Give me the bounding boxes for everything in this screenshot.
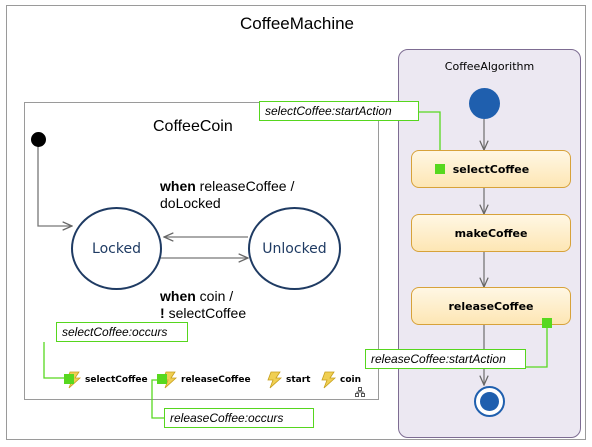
event-select-coffee[interactable]: selectCoffee (66, 371, 148, 389)
action-release-coffee-label: releaseCoffee (448, 299, 534, 313)
callout-select-occurs-text: selectCoffee:occurs (62, 325, 168, 339)
callout-release-start-text: releaseCoffee:startAction (371, 352, 506, 366)
event-release-coffee[interactable]: releaseCoffee (162, 371, 251, 389)
event-select-coffee-label: selectCoffee (85, 375, 148, 385)
select-coffee-text: selectCoffee (168, 305, 247, 321)
event-release-coffee-label: releaseCoffee (181, 375, 251, 385)
event-coin-label: coin (340, 375, 362, 385)
callout-release-occurs-text: releaseCoffee:occurs (170, 411, 284, 425)
hierarchy-icon (355, 387, 365, 397)
callout-select-occurs[interactable]: selectCoffee:occurs (56, 322, 188, 342)
callout-select-start[interactable]: selectCoffee:startAction (259, 101, 419, 121)
callout-select-start-text: selectCoffee:startAction (265, 104, 392, 118)
coffee-machine-frame: CoffeeMachine (6, 5, 586, 440)
coffee-machine-title: CoffeeMachine (239, 14, 355, 33)
do-locked-text: doLocked (160, 195, 221, 211)
coffee-algorithm-title: CoffeeAlgorithm (444, 60, 535, 73)
when-keyword: when (160, 288, 196, 304)
select-start-marker (435, 164, 445, 174)
action-select-coffee-label: selectCoffee (452, 162, 530, 176)
release-occurs-marker (157, 374, 167, 384)
lightning-icon (321, 371, 337, 389)
event-start-label: start (286, 375, 311, 385)
coin-initial-node[interactable] (31, 132, 46, 147)
release-start-marker (542, 318, 552, 328)
exclaim-operator: ! (160, 305, 165, 321)
when-keyword: when (160, 178, 196, 194)
action-make-coffee[interactable]: makeCoffee (411, 214, 571, 252)
state-unlocked-label: Unlocked (262, 240, 327, 257)
event-start[interactable]: start (267, 371, 310, 389)
state-locked[interactable]: Locked (71, 207, 162, 290)
algo-initial-node[interactable] (469, 88, 500, 119)
callout-release-occurs[interactable]: releaseCoffee:occurs (164, 408, 314, 428)
action-make-coffee-label: makeCoffee (454, 226, 528, 240)
coffee-coin-title: CoffeeCoin (153, 118, 233, 135)
transition-label-coin[interactable]: when coin / ! selectCoffee (160, 288, 246, 322)
transition-label-release[interactable]: when releaseCoffee / doLocked (160, 178, 294, 212)
select-occurs-marker (64, 374, 74, 384)
algo-final-node[interactable] (474, 386, 505, 417)
coin-event-text: coin / (199, 288, 234, 304)
action-release-coffee[interactable]: releaseCoffee (411, 287, 571, 325)
state-unlocked[interactable]: Unlocked (248, 207, 341, 290)
state-locked-label: Locked (92, 240, 141, 257)
action-select-coffee[interactable]: selectCoffee (411, 150, 571, 188)
lightning-icon (267, 371, 283, 389)
event-coin[interactable]: coin (321, 371, 361, 389)
callout-release-start[interactable]: releaseCoffee:startAction (365, 349, 526, 369)
release-event-text: releaseCoffee / (199, 178, 295, 194)
